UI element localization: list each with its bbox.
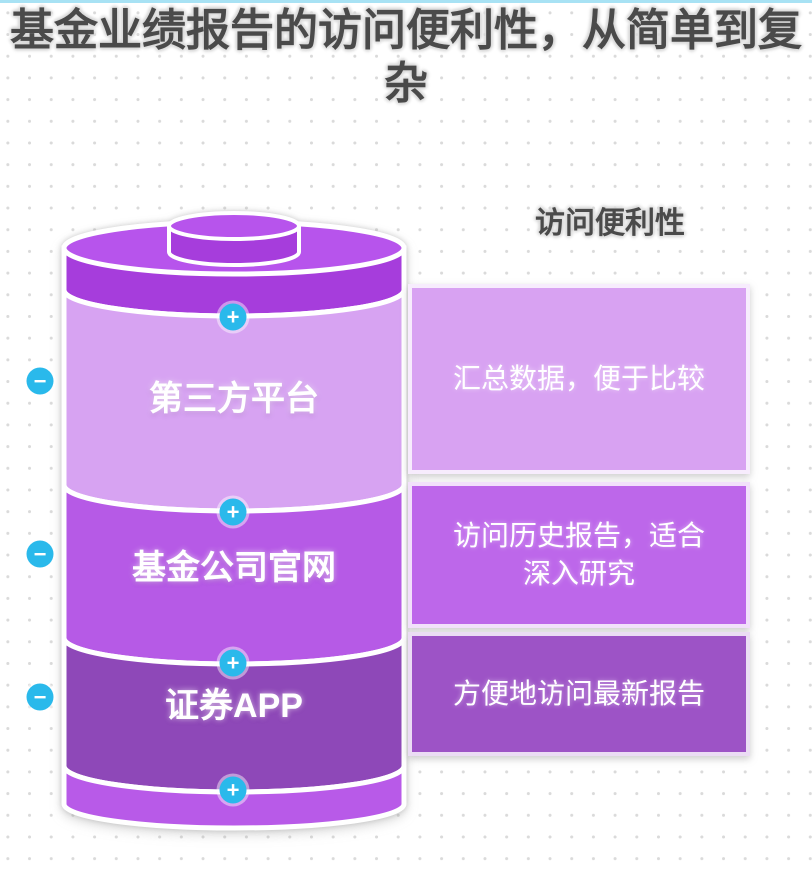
page-title: 基金业绩报告的访问便利性，从简单到复杂 [10,6,802,108]
plus-icon: + [219,303,247,331]
top-accent-line [0,0,812,3]
info-box-latest-reports: 方便地访问最新报告 [408,632,750,756]
plus-icon: + [219,649,247,677]
segment-label-third-party-platform: 第三方平台 [149,380,319,418]
info-box-text: 访问历史报告，适合深入研究 [452,520,705,589]
minus-icon: − [26,367,54,395]
info-box-text: 汇总数据，便于比较 [452,363,705,394]
battery-terminal-face [167,211,301,241]
info-box-text: 方便地访问最新报告 [452,678,705,709]
minus-icon: − [26,683,54,711]
info-box-historical-reports: 访问历史报告，适合深入研究 [408,482,750,628]
plus-icon: + [219,498,247,526]
segment-label-securities-app: 证券APP [165,687,303,725]
minus-icon: − [26,540,54,568]
right-panel-header: 访问便利性 [535,207,685,240]
segment-label-fund-company-website: 基金公司官网 [132,549,336,587]
info-box-aggregated-data: 汇总数据，便于比较 [408,284,750,474]
plus-icon: + [219,776,247,804]
